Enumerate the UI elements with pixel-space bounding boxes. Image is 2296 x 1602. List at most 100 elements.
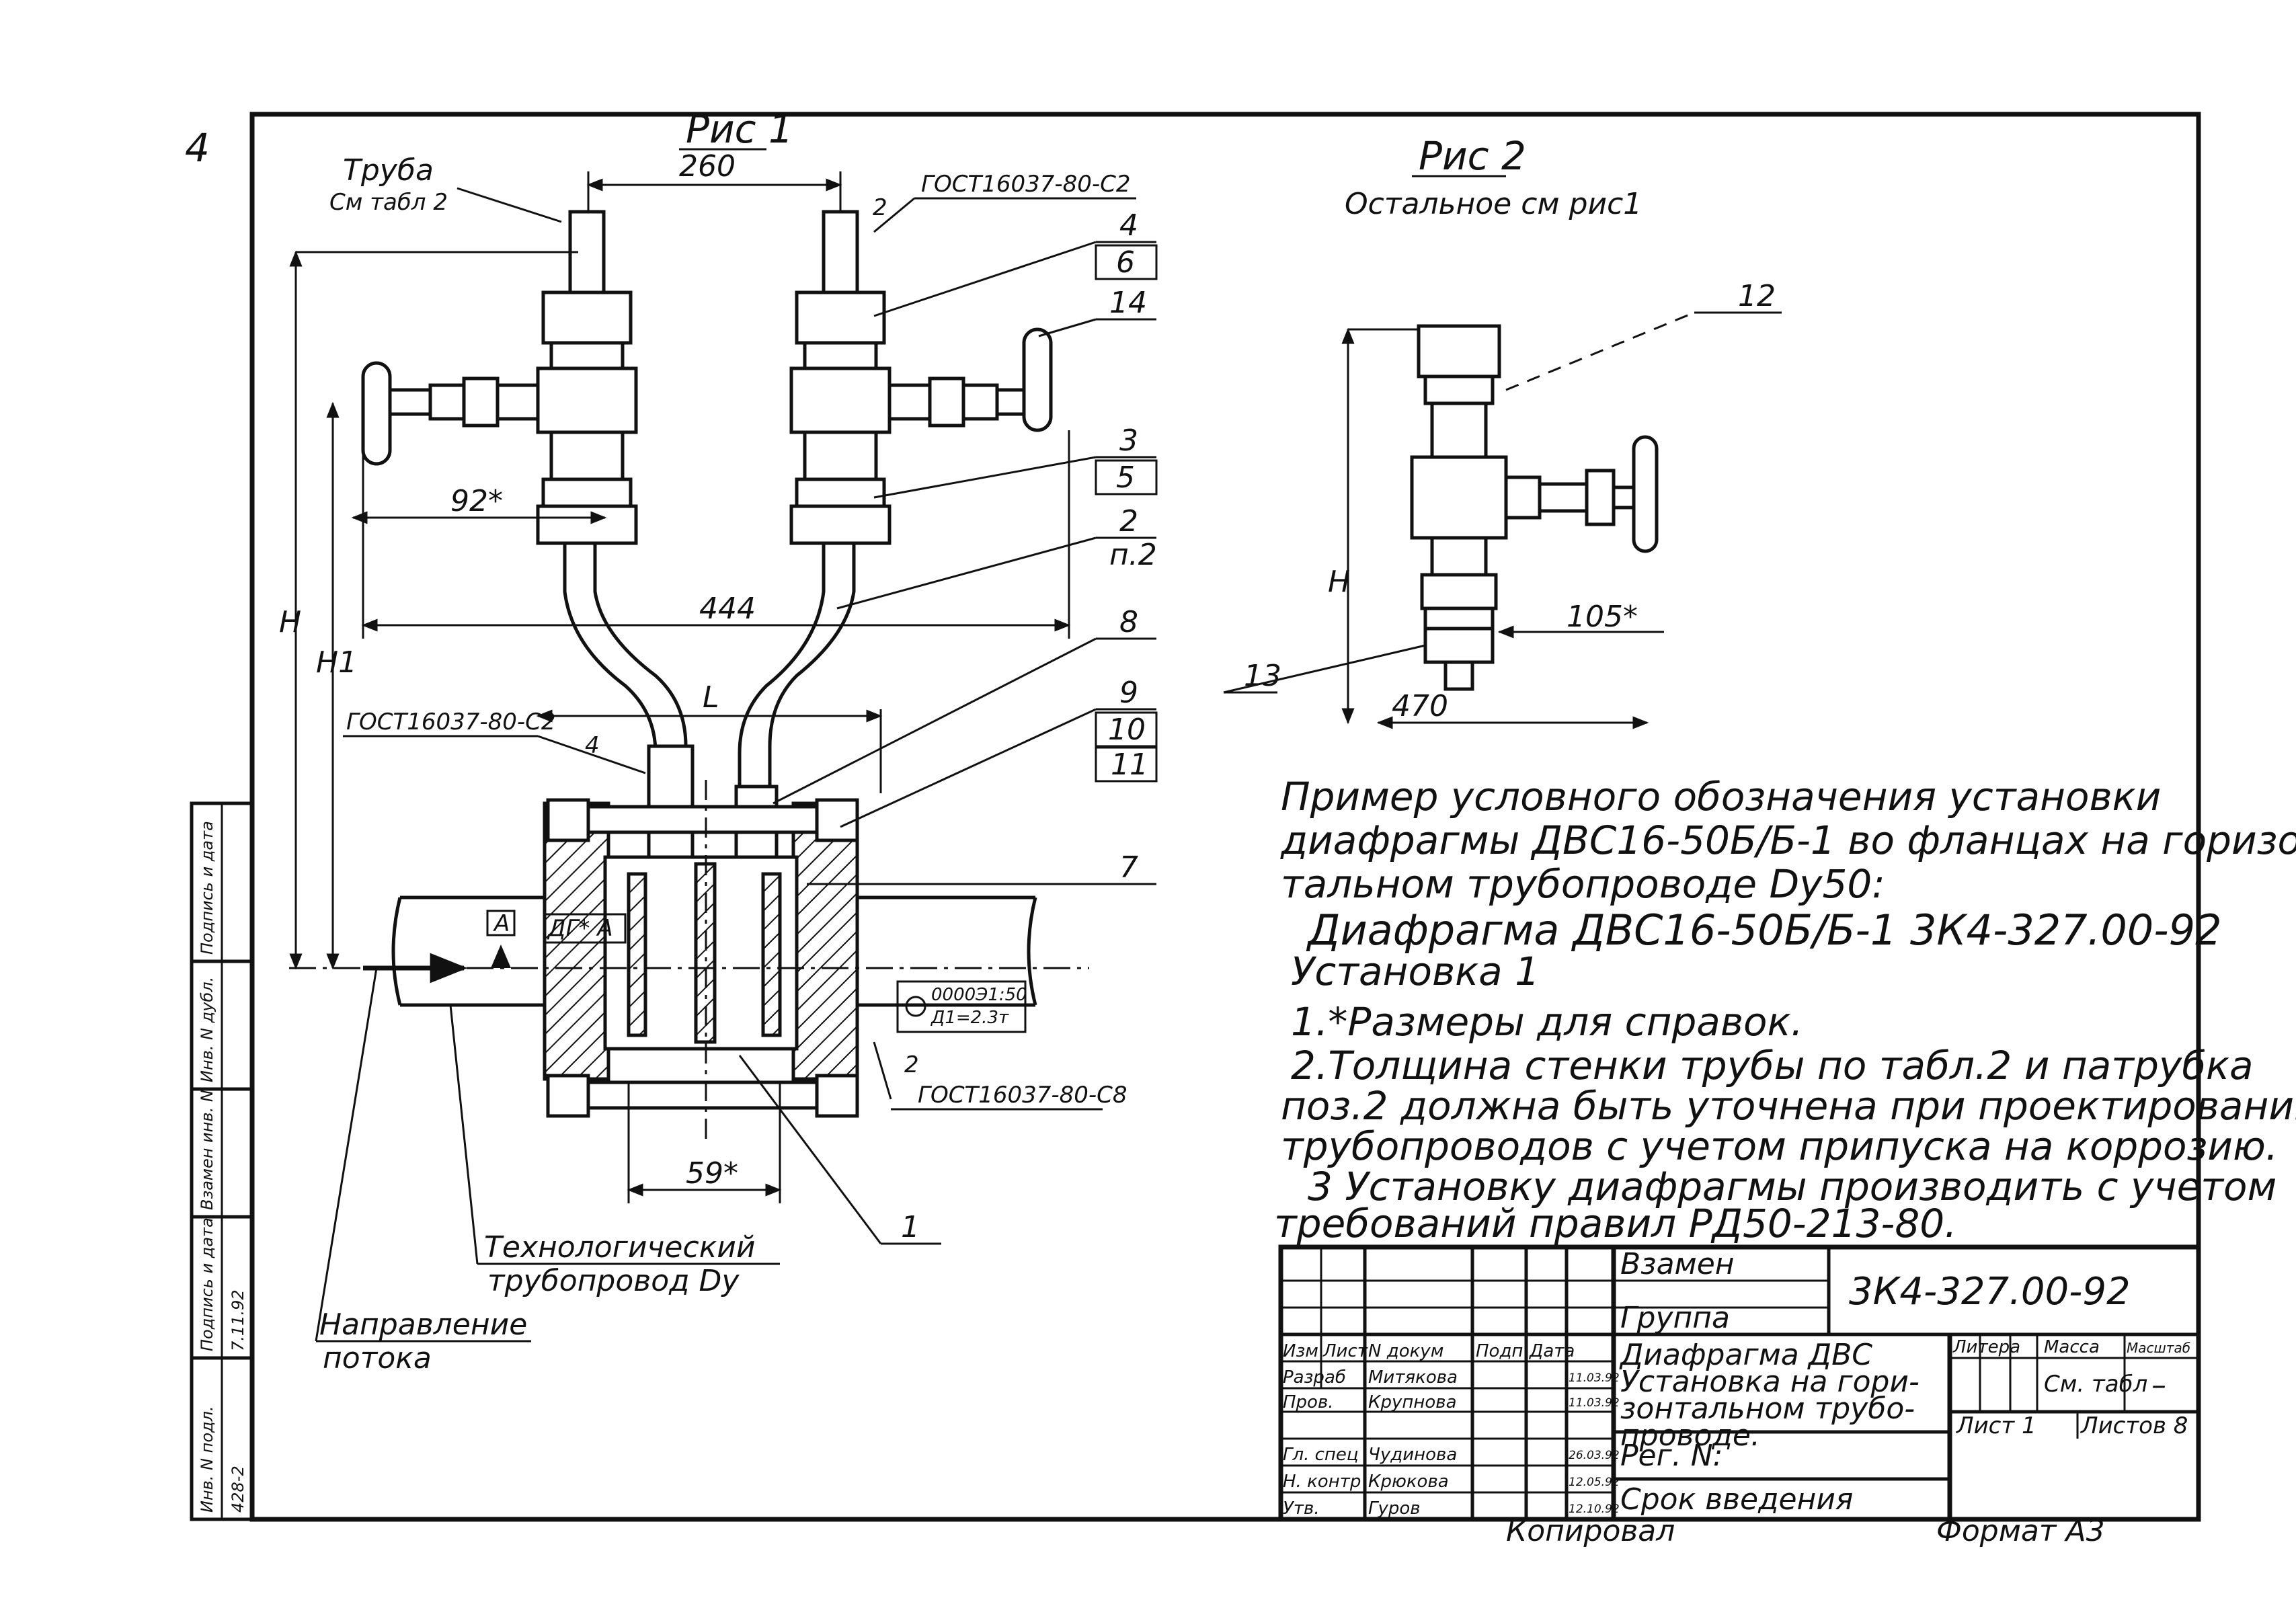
tb-col-date: Дата <box>1529 1341 1575 1361</box>
note-3-l1: 3 Установку диафрагмы производить с учет… <box>1308 1164 2277 1209</box>
example-l2: диафрагмы ДВС16-50Б/Б-1 во фланцах на го… <box>1280 817 2296 863</box>
callout-12: 12 <box>1738 279 1776 313</box>
note-2-l1: 2.Толщина стенки трубы по табл.2 и патру… <box>1291 1043 2254 1088</box>
margin-value-signdate: 7.11.92 <box>229 1289 247 1351</box>
tb-intro: Срок введения <box>1620 1482 1853 1517</box>
fig1-pipe-sub: См табл 2 <box>329 189 448 216</box>
margin-label-replace-inv: Взамен инв. N <box>198 1090 216 1210</box>
figure-1: Рис 1 Труба См табл 2 260 ГОСТ16037-80-С… <box>279 106 1136 1375</box>
note-2-l3: трубопроводов с учетом припуска на корро… <box>1281 1123 2278 1169</box>
tb-name-l4: проводе. <box>1620 1418 1760 1453</box>
margin-label-signdate-top: Подпись и дата <box>198 821 216 955</box>
dim-H: H <box>279 605 301 639</box>
fig1-title: Рис 1 <box>686 106 793 152</box>
tb-row2-role: Гл. спец <box>1283 1445 1359 1465</box>
margin-strip: Подпись и дата Инв. N дубл. Взамен инв. … <box>190 801 254 1521</box>
fig2-title: Рис 2 <box>1419 133 1526 179</box>
tb-lit: Литера <box>1952 1337 2020 1357</box>
tb-mass-value: См. табл <box>2044 1371 2147 1398</box>
tb-row0-date: 11.03.92 <box>1569 1371 1620 1385</box>
notes: Пример условного обозначения установки д… <box>1274 774 2296 1246</box>
tb-row0-name: Митякова <box>1368 1367 1458 1388</box>
tb-row4-name: Гуров <box>1368 1498 1421 1519</box>
tb-group: Группа <box>1620 1301 1730 1335</box>
tb-row1-role: Пров. <box>1283 1392 1334 1412</box>
dim-92: 92* <box>450 484 503 518</box>
figure-2: Рис 2 Остальное см рис1 12 H 105* 13 470 <box>1223 133 1782 729</box>
margin-label-orig-inv: Инв. N подл. <box>198 1406 216 1513</box>
callout-8: 8 <box>1119 605 1138 639</box>
callout-2-sub: п.2 <box>1109 538 1157 572</box>
fig2-dim-105: 105* <box>1567 600 1638 634</box>
tb-name-l2: Установка на гори- <box>1620 1365 1919 1399</box>
fig2-dim-H: H <box>1328 565 1350 599</box>
weld-mark-bottom: 2 <box>904 1051 919 1078</box>
tb-row4-date: 12.10.92 <box>1569 1503 1620 1516</box>
tb-row3-role: Н. контр <box>1283 1472 1361 1492</box>
tb-col-sign: Подп <box>1476 1341 1523 1361</box>
tb-row2-date: 26.03.92 <box>1569 1449 1620 1462</box>
page-number: 4 <box>185 125 210 171</box>
plate-line-1: 0000Э1:50 <box>931 985 1027 1005</box>
tb-row1-name: Крупнова <box>1368 1392 1457 1412</box>
tech-pipe-l1: Технологический <box>484 1230 755 1265</box>
callout-4: 4 <box>1119 208 1138 243</box>
dim-L: L <box>703 680 719 715</box>
tb-row4-role: Утв. <box>1283 1498 1320 1519</box>
gost-left-label: ГОСТ16037-80-С2 <box>346 709 556 735</box>
callout-7: 7 <box>1119 850 1138 885</box>
callouts: 4 6 14 3 5 2 п.2 8 9 10 11 7 1 <box>738 208 1158 1245</box>
tb-col-docno: N докум <box>1368 1341 1443 1361</box>
tb-scale-value: – <box>2151 1368 2166 1402</box>
tb-name-l3: зонтальном трубо- <box>1620 1392 1915 1426</box>
fig2-subtitle: Остальное см рис1 <box>1345 187 1642 221</box>
plate-line-2: Д1=2.3т <box>931 1008 1009 1028</box>
designation-l2: Установка 1 <box>1291 949 1540 994</box>
note-2-l2: поз.2 должна быть уточнена при проектиро… <box>1281 1083 2296 1129</box>
callout-1: 1 <box>901 1210 920 1244</box>
callout-3: 3 <box>1119 424 1138 458</box>
tb-col-sheet: Лист <box>1322 1341 1368 1361</box>
datum-A: A <box>493 910 510 937</box>
tb-doc-code: 3К4-327.00-92 <box>1849 1270 2131 1314</box>
copied-by: Копировал <box>1506 1514 1675 1548</box>
title-block: Взамен Группа 3К4-327.00-92 Диафрагма ДВ… <box>1278 1244 2201 1522</box>
flow-l1: Направление <box>319 1308 527 1342</box>
tb-scale: Масштаб <box>2127 1340 2190 1356</box>
tb-replaces: Взамен <box>1620 1247 1735 1281</box>
tb-sheets: Листов 8 <box>2080 1412 2188 1439</box>
dim-H1: H1 <box>316 645 357 680</box>
tb-row3-name: Крюкова <box>1368 1472 1449 1492</box>
tb-reg: Рег. N: <box>1620 1439 1723 1473</box>
callout-4-sub: 6 <box>1116 245 1135 280</box>
example-l3: тальном трубопроводе Dу50: <box>1281 861 1885 907</box>
tb-sheet: Лист 1 <box>1955 1412 2036 1439</box>
tb-row3-date: 12.05.92 <box>1569 1476 1620 1489</box>
tb-row1-date: 11.03.92 <box>1569 1396 1620 1410</box>
fig2-dim-470: 470 <box>1392 689 1448 723</box>
note-1: 1.*Размеры для справок. <box>1291 999 1803 1045</box>
tb-row0-role: Разраб <box>1283 1367 1346 1388</box>
margin-label-dup-inv: Инв. N дубл. <box>198 977 216 1082</box>
callout-9-sub: 10 <box>1108 713 1146 747</box>
dim-260: 260 <box>679 149 736 184</box>
tb-name-l1: Диафрагма ДВС <box>1619 1338 1872 1372</box>
tech-pipe-l2: трубопровод Dу <box>487 1264 740 1298</box>
tb-row2-name: Чудинова <box>1368 1445 1457 1465</box>
dim-444: 444 <box>699 592 756 626</box>
callout-9: 9 <box>1119 676 1138 710</box>
callout-14: 14 <box>1109 286 1147 320</box>
tb-col-change: Изм <box>1283 1341 1318 1361</box>
weld-mark-left: 4 <box>585 732 600 759</box>
callout-11: 11 <box>1111 748 1148 782</box>
example-l1: Пример условного обозначения установки <box>1281 774 2161 819</box>
dim-59: 59* <box>686 1156 738 1191</box>
tb-mass: Масса <box>2044 1337 2100 1357</box>
note-3-l2: требований правил РД50-213-80. <box>1274 1201 1957 1246</box>
callout-3-sub: 5 <box>1116 460 1135 495</box>
margin-label-signdate: Подпись и дата <box>198 1217 216 1351</box>
gost-bottom-label: ГОСТ16037-80-С8 <box>918 1082 1127 1109</box>
sheet-format: Формат А3 <box>1936 1514 2105 1548</box>
designation-l1: Диафрагма ДВС16-50Б/Б-1 3К4-327.00-92 <box>1306 906 2222 955</box>
